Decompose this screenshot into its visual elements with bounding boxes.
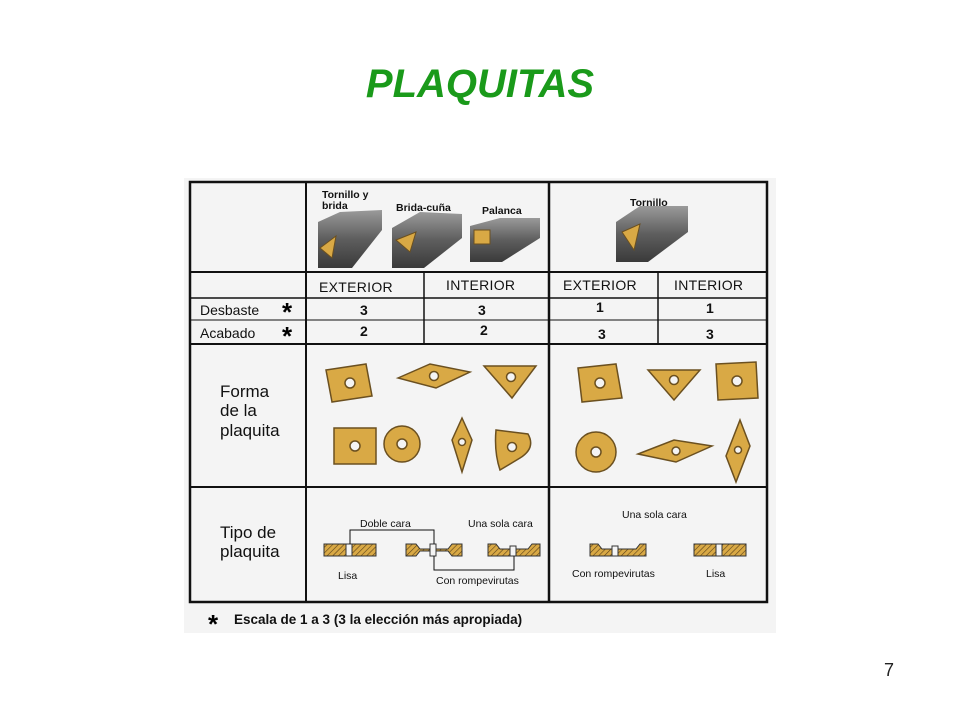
label-con-rompevirutas-right: Con rompevirutas xyxy=(572,568,655,580)
label-brida-cuna: Brida-cuña xyxy=(396,202,451,214)
row-mark-desbaste: * xyxy=(282,297,293,327)
insert-diamond-icon xyxy=(451,416,473,475)
insert-shapes-right xyxy=(575,361,759,485)
insert-tornillo-icon xyxy=(621,223,641,252)
value-acabado-2: 2 xyxy=(480,322,488,338)
insert-brida-cuna-icon xyxy=(395,231,417,253)
insert-square-rotated-icon xyxy=(325,363,373,403)
insert-square-right-icon xyxy=(715,361,759,401)
col-header-4: INTERIOR xyxy=(674,277,743,293)
label-lisa-left: Lisa xyxy=(338,570,357,582)
insert-triangle-icon xyxy=(482,365,538,400)
label-palanca: Palanca xyxy=(482,205,522,217)
insert-trigon-icon xyxy=(494,429,532,472)
insert-square-rotated-right-icon xyxy=(577,363,623,403)
label-doble-cara: Doble cara xyxy=(360,518,411,530)
tipo-label-line-1: Tipo de xyxy=(220,523,276,542)
tool-holder-images-left xyxy=(318,210,540,268)
value-desbaste-1: 3 xyxy=(360,302,368,318)
value-acabado-4: 3 xyxy=(706,326,714,342)
insert-sections-left xyxy=(323,543,541,557)
insert-sections-right xyxy=(589,543,747,557)
insert-shapes-left xyxy=(325,363,538,475)
tool-holder-brida-cuna-icon xyxy=(392,212,462,268)
insert-tornillo-brida-icon xyxy=(319,234,337,259)
label-tornillo-y: Tornillo y xyxy=(322,189,369,201)
footnote-text: Escala de 1 a 3 (3 la elección más aprop… xyxy=(234,612,522,627)
insert-square-icon xyxy=(333,427,377,465)
value-acabado-3: 3 xyxy=(598,326,606,342)
insert-rhombus-icon xyxy=(395,363,473,389)
tool-holder-palanca-icon xyxy=(470,218,540,262)
row-label-acabado: Acabado xyxy=(200,325,255,341)
insert-palanca-icon xyxy=(473,229,491,245)
forma-label-line-2: de la xyxy=(220,401,257,420)
col-header-1: EXTERIOR xyxy=(319,279,393,295)
insert-triangle-right-icon xyxy=(646,369,702,402)
insert-round-icon xyxy=(383,425,421,463)
footnote-mark: * xyxy=(208,609,219,639)
row-label-desbaste: Desbaste xyxy=(200,302,259,318)
label-lisa-right: Lisa xyxy=(706,568,725,580)
forma-label-line-3: plaquita xyxy=(220,421,280,440)
value-desbaste-3: 1 xyxy=(596,299,604,315)
tool-holder-tornillo-brida-icon xyxy=(318,210,382,268)
tipo-label-line-2: plaquita xyxy=(220,542,280,561)
col-header-2: INTERIOR xyxy=(446,277,515,293)
page-number: 7 xyxy=(884,660,895,680)
label-una-sola-cara-left: Una sola cara xyxy=(468,518,533,530)
insert-rhombus-right-icon xyxy=(635,439,715,463)
insert-round-right-icon xyxy=(575,431,617,473)
label-brida: brida xyxy=(322,200,348,212)
label-con-rompevirutas-left: Con rompevirutas xyxy=(436,575,519,587)
insert-diamond-right-icon xyxy=(725,417,751,485)
row-mark-acabado: * xyxy=(282,321,293,351)
tool-holder-images-right xyxy=(616,206,688,262)
label-tornillo: Tornillo xyxy=(630,197,668,209)
page-title: PLAQUITAS xyxy=(365,62,595,106)
value-desbaste-2: 3 xyxy=(478,302,486,318)
value-acabado-1: 2 xyxy=(360,323,368,339)
value-desbaste-4: 1 xyxy=(706,300,714,316)
label-una-sola-cara-right: Una sola cara xyxy=(622,509,687,521)
col-header-3: EXTERIOR xyxy=(563,277,637,293)
bracket-lines-left xyxy=(349,529,515,571)
table-grid xyxy=(188,180,769,604)
forma-label-line-1: Forma xyxy=(220,382,270,401)
